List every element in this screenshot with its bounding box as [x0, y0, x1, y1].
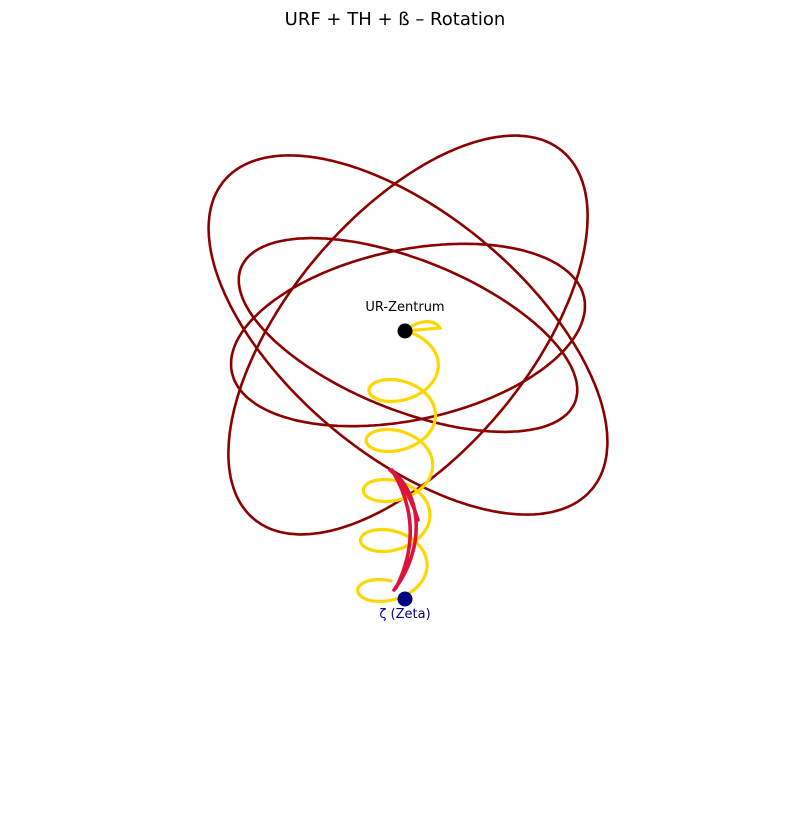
zeta-point: [397, 591, 413, 607]
connector-curve: [388, 468, 420, 592]
center-point: [397, 323, 413, 339]
rotation-ellipse-3: [237, 236, 579, 434]
rotation-ellipse-4: [229, 242, 587, 428]
zeta-label: ζ (Zeta): [379, 607, 430, 622]
spiral-curve: [356, 320, 443, 604]
rotation-ellipses: [207, 134, 609, 536]
diagram-title: URF + TH + ß – Rotation: [285, 9, 506, 30]
rotation-ellipse-2: [227, 134, 589, 536]
rotation-ellipse-1: [207, 154, 609, 516]
center-label: UR-Zentrum: [365, 300, 444, 315]
